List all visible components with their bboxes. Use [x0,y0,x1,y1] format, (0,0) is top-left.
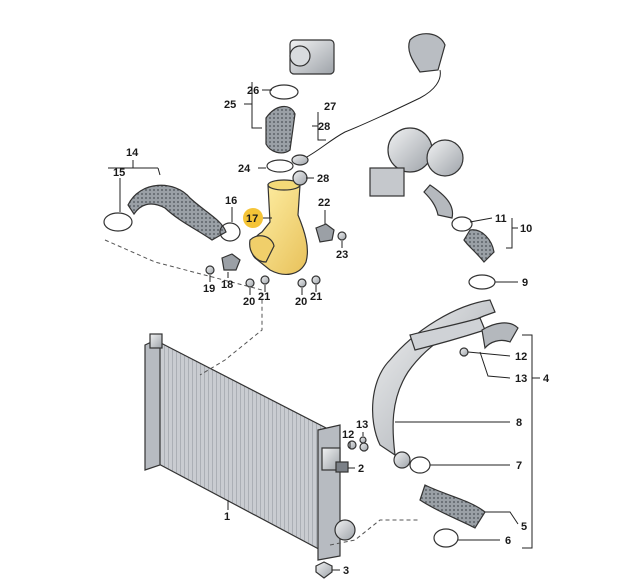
label-22: 22 [318,197,330,209]
vent-line [291,33,446,166]
label-18: 18 [221,279,233,291]
label-14: 14 [126,147,139,159]
charge-air-pipe [371,299,496,457]
upper-hose-25 [265,84,299,173]
leader-lines [108,82,540,571]
label-13-left: 13 [356,419,368,431]
small-hose [459,322,519,357]
label-1: 1 [224,511,230,523]
label-27: 27 [324,101,336,113]
turbocharger [369,127,464,219]
label-7: 7 [516,460,522,472]
label-20-right: 20 [295,296,307,308]
lower-charge-hose [419,484,486,548]
sensor-18 [221,253,241,271]
clamp-7 [393,451,431,474]
screw-20a [245,278,255,288]
label-19: 19 [203,283,215,295]
screw-13 [359,436,367,444]
label-8: 8 [516,417,522,429]
label-23: 23 [336,249,348,261]
dashed-reference-lines [104,239,420,546]
label-12-left: 12 [342,429,354,441]
label-2: 2 [358,463,364,475]
label-16: 16 [225,195,237,207]
label-20-left: 20 [243,296,255,308]
label-25: 25 [224,99,236,111]
intercooler-radiator [144,333,356,561]
label-28-upper: 28 [318,121,330,133]
label-13-right: 13 [515,373,527,385]
part-labels: 1 2 3 4 5 6 7 8 9 10 11 12 13 12 13 14 1… [113,85,550,577]
label-26: 26 [247,85,259,97]
left-charge-hose [103,184,241,242]
highlight-marker-17 [243,208,263,228]
turbo-connector [451,216,495,263]
label-21-left: 21 [258,291,270,303]
highlighted-pipe-17 [249,170,309,276]
label-21-right: 21 [310,291,322,303]
label-11: 11 [495,213,507,225]
sensor-22 [315,223,335,243]
label-24: 24 [238,163,251,175]
label-17: 17 [246,213,258,225]
screw-20b [297,278,307,288]
screw-21b [311,275,321,285]
label-15: 15 [113,167,125,179]
screw-19 [205,265,215,275]
label-5: 5 [521,521,527,533]
screw-21a [260,275,270,285]
label-10: 10 [520,223,532,235]
label-4: 4 [543,373,550,385]
label-28-lower: 28 [317,173,329,185]
throttle-body [289,39,335,75]
label-6: 6 [505,535,511,547]
label-9: 9 [522,277,528,289]
label-3: 3 [343,565,349,577]
screw-23 [337,231,347,241]
drain-plug [315,561,333,579]
clamp-9 [468,274,496,290]
label-12-right: 12 [515,351,527,363]
